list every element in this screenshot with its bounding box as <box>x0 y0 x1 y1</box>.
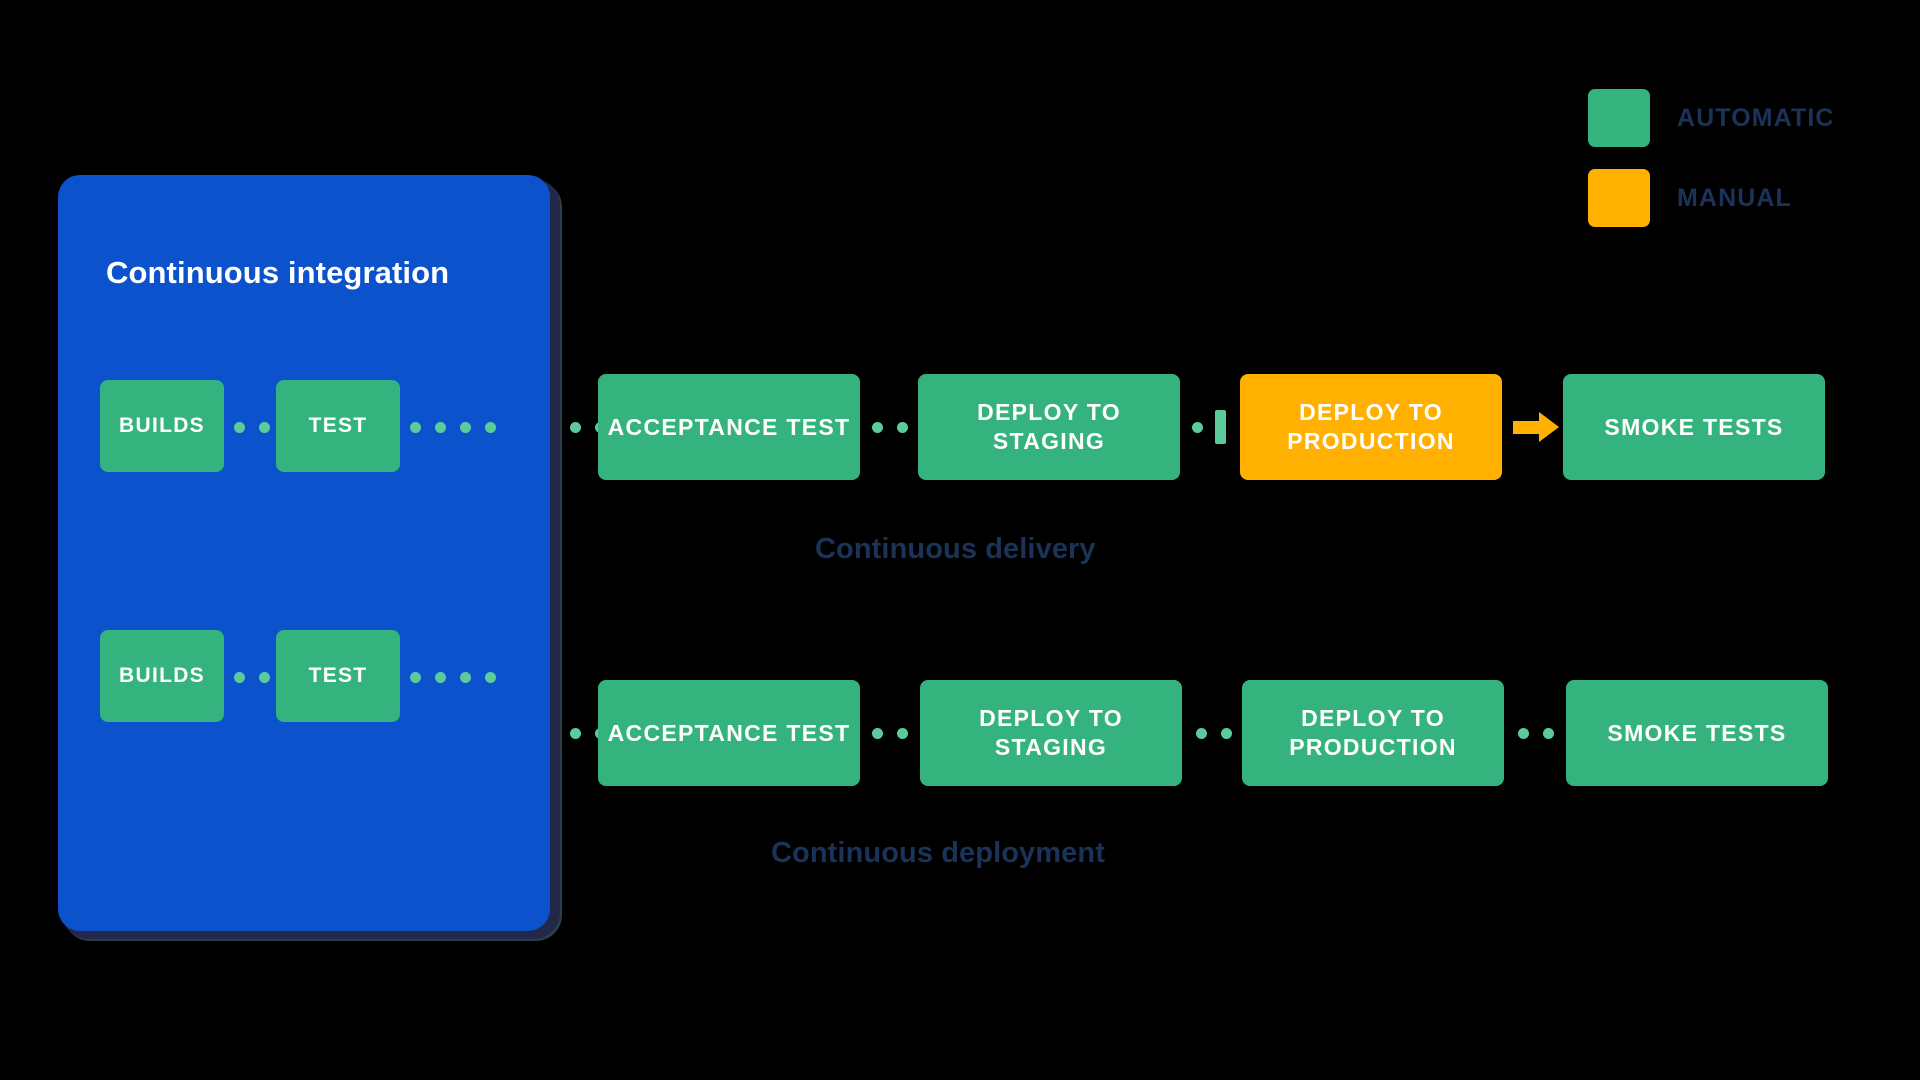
arrow-right-icon <box>1513 412 1559 442</box>
connector-test-exit-deployment <box>410 671 496 683</box>
node-label: TEST <box>308 663 368 687</box>
stage-deploy-to-production-deployment[interactable]: DEPLOY TO PRODUCTION <box>1242 680 1504 786</box>
node-label: SMOKE TESTS <box>1607 719 1787 746</box>
ci-stage-test-delivery[interactable]: TEST <box>276 380 400 472</box>
node-label: DEPLOY TO STAGING <box>979 705 1123 760</box>
stage-acceptance-test-delivery[interactable]: ACCEPTANCE TEST <box>598 374 860 480</box>
node-label: BUILDS <box>119 413 205 437</box>
node-label: ACCEPTANCE TEST <box>607 719 851 746</box>
continuous-integration-panel: Continuous integration BUILDS TEST BUILD… <box>58 175 550 931</box>
gate-bar-icon <box>1215 410 1226 444</box>
connector-test-exit-delivery <box>410 421 496 433</box>
stage-smoke-tests-delivery[interactable]: SMOKE TESTS <box>1563 374 1825 480</box>
stage-smoke-tests-deployment[interactable]: SMOKE TESTS <box>1566 680 1828 786</box>
stage-deploy-to-production-delivery[interactable]: DEPLOY TO PRODUCTION <box>1240 374 1502 480</box>
ci-stage-builds-delivery[interactable]: BUILDS <box>100 380 224 472</box>
ci-stage-test-deployment[interactable]: TEST <box>276 630 400 722</box>
node-label: DEPLOY TO STAGING <box>977 399 1121 454</box>
stage-acceptance-test-deployment[interactable]: ACCEPTANCE TEST <box>598 680 860 786</box>
legend-label-automatic: AUTOMATIC <box>1677 103 1835 132</box>
node-label: SMOKE TESTS <box>1604 413 1784 440</box>
green-square-swatch-icon <box>1588 89 1650 147</box>
caption-continuous-deployment: Continuous deployment <box>771 837 1105 869</box>
legend: AUTOMATIC MANUAL <box>1588 88 1835 248</box>
node-label: TEST <box>308 413 368 437</box>
ci-stage-builds-deployment[interactable]: BUILDS <box>100 630 224 722</box>
orange-square-swatch-icon <box>1588 169 1650 227</box>
node-label: DEPLOY TO PRODUCTION <box>1287 399 1455 454</box>
ci-panel-title: Continuous integration <box>106 255 450 290</box>
node-label: ACCEPTANCE TEST <box>607 413 851 440</box>
node-label: DEPLOY TO PRODUCTION <box>1289 705 1457 760</box>
arrow-shaft <box>1513 420 1539 434</box>
legend-item-manual: MANUAL <box>1588 168 1835 228</box>
legend-label-manual: MANUAL <box>1677 183 1792 212</box>
manual-gate-marker <box>1192 410 1226 444</box>
node-label: BUILDS <box>119 663 205 687</box>
gate-dot-icon <box>1192 421 1203 433</box>
stage-deploy-to-staging-delivery[interactable]: DEPLOY TO STAGING <box>918 374 1180 480</box>
caption-continuous-delivery: Continuous delivery <box>815 533 1096 565</box>
arrow-head <box>1539 412 1559 442</box>
legend-item-automatic: AUTOMATIC <box>1588 88 1835 148</box>
stage-deploy-to-staging-deployment[interactable]: DEPLOY TO STAGING <box>920 680 1182 786</box>
